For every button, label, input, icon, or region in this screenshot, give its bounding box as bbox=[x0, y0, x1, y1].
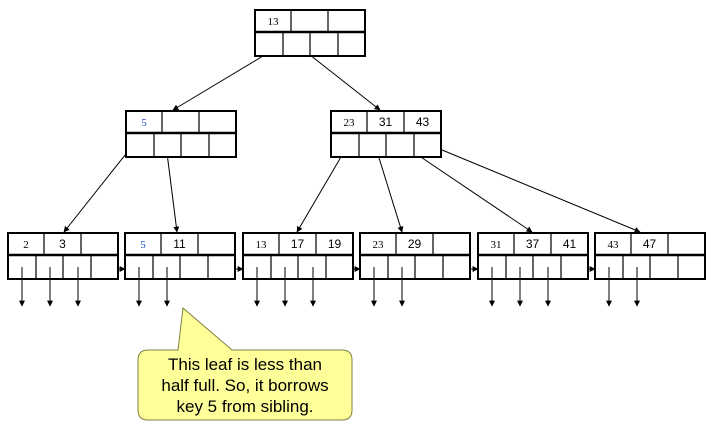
leaf-node-3: 13 17 19 bbox=[242, 232, 354, 280]
leaf-node-6-key-2: 47 bbox=[643, 237, 657, 251]
leaf-node-1-key-1: 2 bbox=[23, 239, 29, 251]
leaf-node-5-key-3: 41 bbox=[563, 237, 577, 251]
leaf-node-4-key-1: 23 bbox=[373, 239, 385, 251]
root-node: 13 bbox=[254, 9, 366, 57]
leaf-node-2: 5 11 bbox=[124, 232, 236, 280]
callout-bubble: This leaf is less than half full. So, it… bbox=[137, 307, 353, 421]
callout-line-3: key 5 from sibling. bbox=[177, 397, 314, 416]
internal-node-right-key-2: 31 bbox=[379, 115, 393, 129]
leaf-record-pointers bbox=[19, 267, 640, 307]
root-node-key-1: 13 bbox=[268, 16, 280, 28]
leaf-node-4: 23 29 bbox=[359, 232, 471, 280]
edge-right-to-leaf-4 bbox=[374, 144, 404, 233]
internal-node-left: 5 bbox=[125, 110, 237, 158]
leaf-node-1-key-2: 3 bbox=[59, 237, 66, 251]
leaf-node-2-key-1: 5 bbox=[140, 239, 146, 251]
leaf-node-6-key-1: 43 bbox=[608, 239, 620, 251]
internal-node-left-key-1: 5 bbox=[141, 117, 147, 129]
callout-shape bbox=[137, 307, 353, 421]
internal-node-right-key-1: 23 bbox=[344, 117, 356, 129]
edge-right-to-leaf-6 bbox=[429, 144, 641, 233]
internal-node-right-key-3: 43 bbox=[416, 115, 430, 129]
internal-node-right: 23 31 43 bbox=[330, 110, 442, 158]
leaf-node-4-key-2: 29 bbox=[408, 237, 422, 251]
leaf-node-3-key-1: 13 bbox=[256, 239, 268, 251]
leaf-node-5-key-2: 37 bbox=[526, 237, 540, 251]
callout-line-1: This leaf is less than bbox=[168, 355, 322, 374]
leaf-node-6: 43 47 bbox=[594, 232, 706, 280]
edge-left-to-leaf-1 bbox=[63, 144, 134, 233]
edge-left-to-leaf-2 bbox=[165, 144, 180, 233]
leaf-node-3-key-3: 19 bbox=[328, 237, 342, 251]
edge-right-to-leaf-5 bbox=[402, 144, 533, 233]
leaf-node-5: 31 37 41 bbox=[477, 232, 589, 280]
leaf-node-3-key-2: 17 bbox=[291, 237, 305, 251]
leaf-node-5-key-1: 31 bbox=[491, 239, 502, 251]
callout-line-2: half full. So, it borrows bbox=[161, 376, 328, 395]
leaf-node-2-key-2: 11 bbox=[173, 237, 186, 251]
edge-right-to-leaf-3 bbox=[296, 144, 349, 233]
